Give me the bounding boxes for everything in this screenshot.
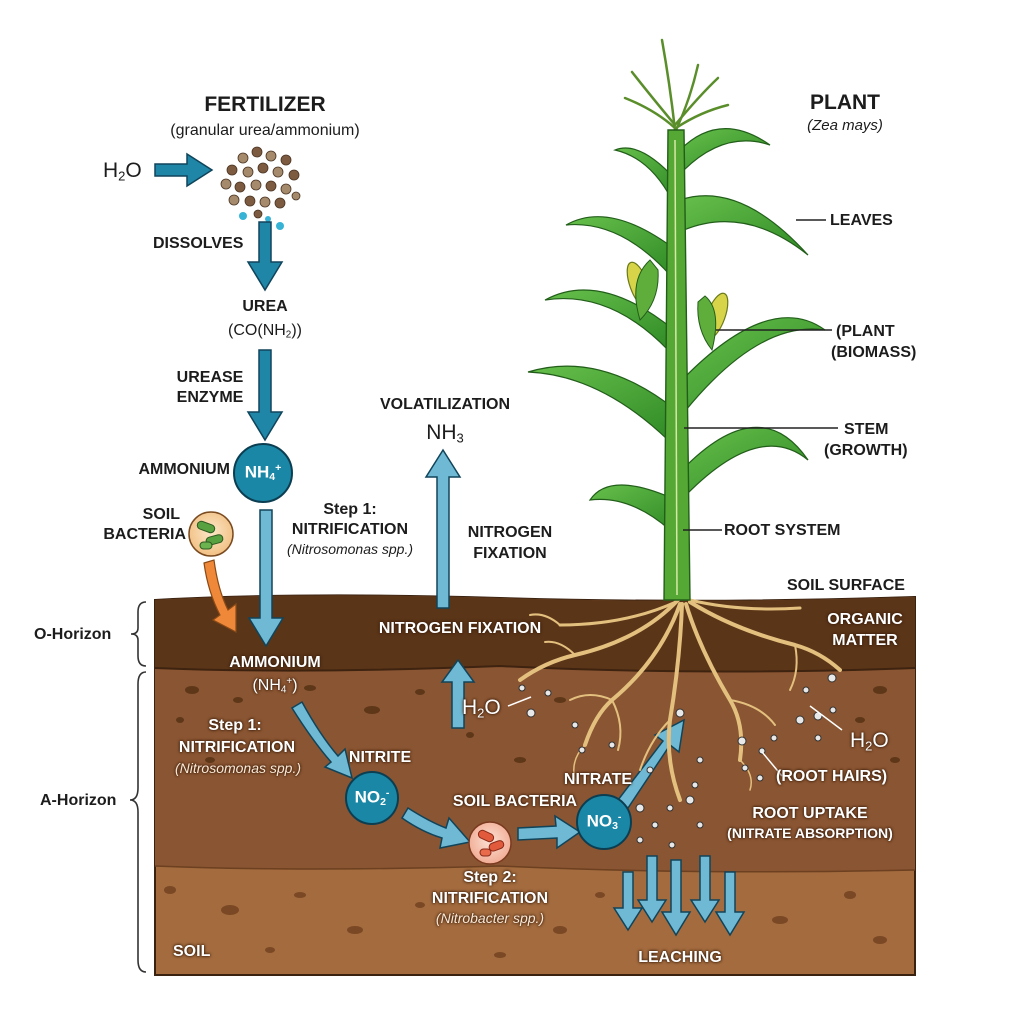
plant-title: PLANT <box>810 91 880 114</box>
soil-label: SOIL <box>173 943 211 960</box>
ammonium-bubble: NH4+ <box>244 462 282 483</box>
urease-line2: ENZYME <box>176 389 244 406</box>
nitrate-bubble: NO3- <box>586 811 622 832</box>
nitrogen-fixation-upper-line1: NITROGEN <box>467 524 553 541</box>
water-soil-right-label: H2O <box>850 729 889 754</box>
dissolves-label: DISSOLVES <box>153 235 244 252</box>
soil-bacteria-mid-label: SOIL BACTERIA <box>452 793 578 810</box>
bacteria-icon-soil <box>468 821 512 865</box>
ammonium-soil-formula: (NH4+) <box>252 676 298 696</box>
soil-bacteria-top-line1: SOIL <box>142 506 180 523</box>
nitrite-label: NITRITE <box>348 749 412 766</box>
o-horizon-label: O-Horizon <box>34 626 112 643</box>
organic-matter-line1: ORGANIC <box>827 611 903 628</box>
urease-line1: UREASE <box>176 369 244 386</box>
nitrogen-fixation-soil-label: NITROGEN FIXATION <box>378 620 542 637</box>
root-system-art <box>518 598 842 802</box>
leaves-label: LEAVES <box>830 212 893 229</box>
biomass-label-1: (PLANT <box>836 323 895 340</box>
step1-soil-line1: Step 1: <box>208 717 262 734</box>
soil-surface-label: SOIL SURFACE <box>787 577 905 594</box>
soil-particles <box>518 673 837 849</box>
corn-plant-art <box>527 38 826 601</box>
leaching-label: LEACHING <box>638 949 722 966</box>
ammonium-top-label: AMMONIUM <box>138 461 230 478</box>
step1-soil-line2: NITRIFICATION <box>178 739 296 756</box>
water-droplets <box>239 212 284 230</box>
stem-label-1: STEM <box>844 421 889 438</box>
step1-soil-species: (Nitrosomonas spp.) <box>174 760 302 776</box>
fertilizer-subtitle: (granular urea/ammonium) <box>170 122 360 139</box>
step2-line1: Step 2: <box>463 869 517 886</box>
a-horizon-label: A-Horizon <box>40 792 117 809</box>
nitrite-bubble: NO2- <box>354 787 390 808</box>
fertilizer-granules <box>220 146 301 219</box>
plant-species: (Zea mays) <box>807 117 883 134</box>
compound-bubbles <box>233 443 632 850</box>
horizon-braces <box>129 601 147 973</box>
bacteria-icon-top <box>188 511 234 557</box>
fertilizer-title: FERTILIZER <box>204 93 326 116</box>
bacteria-arrow <box>203 559 237 633</box>
water-soil-left-label: H2O <box>462 696 501 721</box>
step1-top-line1: Step 1: <box>323 501 377 518</box>
step1-top-species: (Nitrosomonas spp.) <box>286 541 414 557</box>
water-input-label: H2O <box>103 159 142 184</box>
step1-top-line2: NITRIFICATION <box>291 521 409 538</box>
urea-formula: (CO(NH2)) <box>228 322 302 341</box>
root-uptake-line2: (NITRATE ABSORPTION) <box>727 825 893 841</box>
root-uptake-line1: ROOT UPTAKE <box>752 805 868 822</box>
step2-line2: NITRIFICATION <box>431 890 549 907</box>
urea-label: UREA <box>242 298 288 315</box>
organic-matter-line2: MATTER <box>832 632 898 649</box>
nitrogen-fixation-upper-line2: FIXATION <box>473 545 547 562</box>
root-hairs-label: (ROOT HAIRS) <box>776 768 888 785</box>
biomass-label-2: (BIOMASS) <box>831 344 917 361</box>
volatilization-formula: NH3 <box>426 421 464 446</box>
volatilization-label: VOLATILIZATION <box>379 396 511 413</box>
nitrate-label: NITRATE <box>563 771 633 788</box>
soil-bacteria-top-line2: BACTERIA <box>103 526 186 543</box>
ammonium-soil-label: AMMONIUM <box>229 654 321 671</box>
root-system-label: ROOT SYSTEM <box>724 522 841 539</box>
callout-lines <box>507 219 843 777</box>
step2-species: (Nitrobacter spp.) <box>435 910 545 926</box>
stem-label-2: (GROWTH) <box>824 442 908 459</box>
